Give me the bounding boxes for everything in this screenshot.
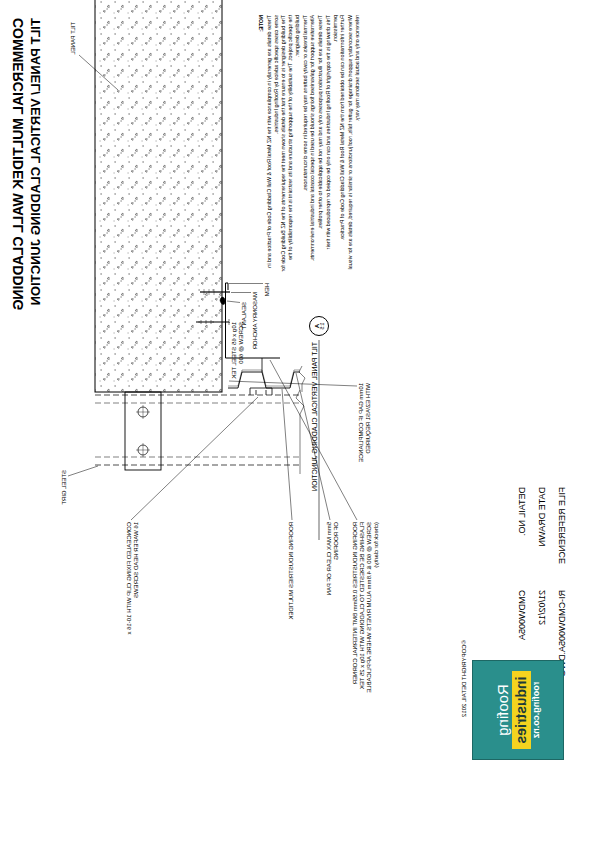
part-label: MASONRY ANCHOR bbox=[252, 292, 259, 349]
part-label: CONCEALED FIXING CLIP WITH 10-16 x 16 WA… bbox=[126, 522, 140, 642]
part-label: TILT PANEL bbox=[70, 22, 77, 55]
title-block-field: DATE DRAWN bbox=[537, 487, 547, 547]
notes-block: NOTE:These details are generally in comp… bbox=[258, 15, 362, 273]
part-label: STEEL GIRT bbox=[61, 470, 68, 505]
part-label: SEALANT bbox=[241, 302, 248, 329]
title-block-field: DETAIL NO. bbox=[517, 487, 527, 536]
note-text: Alternative support for galvanised fixin… bbox=[309, 15, 316, 273]
logo-text: Roofing bbox=[494, 684, 512, 736]
steel-girt bbox=[95, 390, 304, 474]
copyright-note: ©COPYRIGHT DETAIL 2012 bbox=[461, 640, 468, 717]
note-text: This drawing is the copyright of Roofing… bbox=[325, 15, 339, 273]
note-text: These details are generally in complianc… bbox=[266, 15, 280, 273]
drawing-subtitle: TILT PANEL/ VERTICAL CLADDING JUNCTION bbox=[29, 18, 44, 305]
tilt-panel bbox=[95, 0, 222, 392]
company-logo: Roofingindustriesroofing.co.nz bbox=[472, 660, 564, 760]
part-label: ROOFING INDUSTRIES MULTIDEK bbox=[288, 522, 295, 620]
fixing-clip bbox=[250, 388, 272, 395]
logo-text: industries bbox=[512, 671, 531, 750]
dimension-note: 10mm GAP IF COMPLIANCE WITH E2/AS1 REQUI… bbox=[358, 383, 372, 473]
title-block-field: FILE REFERENCE bbox=[557, 487, 567, 564]
callout-text: 1:5 bbox=[320, 323, 325, 330]
note-text: The building designer is to ensure that … bbox=[280, 15, 300, 273]
logo-text: roofing.co.nz bbox=[531, 682, 542, 739]
note-text: Thermal breaks or cavity battens may be … bbox=[302, 15, 309, 273]
title-block-value: CMDW005A bbox=[517, 590, 527, 640]
part-label: 10g x 65 STEEL TEK SCREW @ 600 bbox=[231, 322, 245, 382]
callout-circle: A1:5 bbox=[309, 316, 329, 336]
title-block-value: 21/02/12 bbox=[537, 590, 547, 625]
part-label: ROOFING INDUSTRIES 0.55mm BMT INTERNAL C… bbox=[352, 522, 380, 712]
part-label: HEM bbox=[264, 283, 271, 296]
note-text: Further information can be obtained from… bbox=[339, 15, 346, 273]
note-text: These details are for illustration purpo… bbox=[317, 15, 324, 273]
note-text: NOTE: bbox=[258, 15, 265, 273]
part-label: 5mm MAX CLEAR OF PAN OF ROOFING bbox=[326, 522, 340, 602]
detail-heading: TILT PANEL VERTICAL CLADDING JUNCTION bbox=[311, 342, 319, 491]
note-text: Where secondary support drainage for gut… bbox=[347, 15, 361, 273]
drawing-title: COMMERCIAL MULTIDEK WALL CLADDING bbox=[10, 18, 26, 310]
